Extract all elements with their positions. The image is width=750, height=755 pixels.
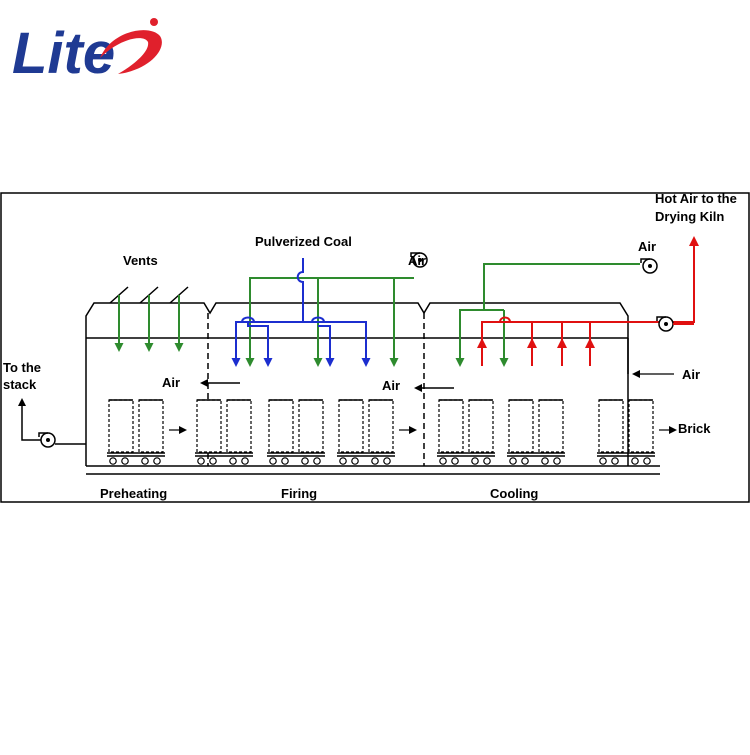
label-air-top-middle: Air (408, 253, 426, 268)
brick-cart-icon (195, 399, 253, 465)
zone-label-firing: Firing (281, 486, 317, 501)
lite-logo: Lite (12, 18, 162, 86)
brick-cart-icon (267, 399, 325, 465)
brick-cart-icon (437, 399, 495, 465)
vents-group (109, 286, 189, 352)
label-vents: Vents (123, 253, 158, 268)
label-air-flow-middle: Air (382, 378, 400, 393)
logo-swoosh (100, 30, 162, 74)
label-air-inlet-right: Air (682, 367, 700, 382)
diagram-frame (0, 192, 750, 503)
label-to-stack-line2: stack (3, 377, 37, 392)
brick-carts (107, 399, 677, 465)
fan-blower-icon (656, 316, 674, 332)
zone-label-cooling: Cooling (490, 486, 538, 501)
hot-air-lines (477, 236, 699, 366)
label-pulverized-coal: Pulverized Coal (255, 234, 352, 249)
label-hot-air-line1: Hot Air to the (655, 191, 737, 206)
label-air-flow-left: Air (162, 375, 180, 390)
brick-cart-icon (107, 399, 165, 465)
label-air-top-right: Air (638, 239, 656, 254)
zone-label-preheating: Preheating (100, 486, 167, 501)
fan-blower-icon (410, 252, 428, 268)
label-hot-air-line2: Drying Kiln (655, 209, 724, 224)
stack-exhaust-line (18, 398, 86, 445)
label-brick: Brick (678, 421, 711, 436)
label-to-stack-line1: To the (3, 360, 41, 375)
brick-cart-icon (337, 399, 395, 465)
logo-text: Lite (12, 21, 115, 86)
brick-cart-icon (507, 399, 565, 465)
brick-cart-icon (597, 399, 655, 465)
coal-feed-lines (231, 258, 371, 367)
fan-blower-icon (640, 258, 658, 274)
cooling-air-lines (455, 263, 640, 367)
logo-dot (150, 18, 158, 26)
fan-blower-icon (38, 432, 56, 448)
